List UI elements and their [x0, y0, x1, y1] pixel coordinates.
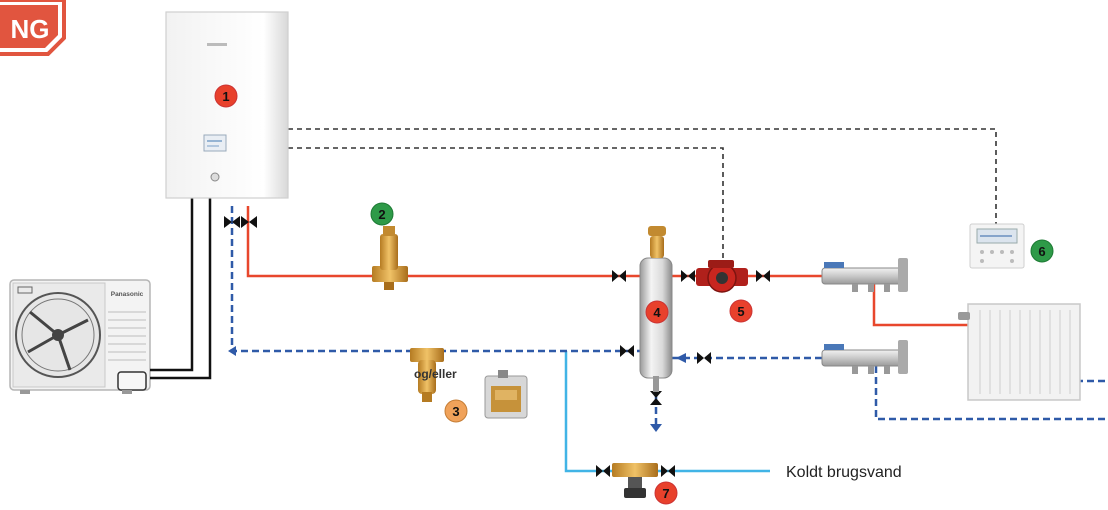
number-badge-3: 3 [444, 399, 468, 423]
outdoor-heat-pump: Panasonic [9, 279, 151, 394]
return-manifold [821, 340, 908, 374]
og-eller-label: og/eller [414, 367, 457, 381]
outdoor-brand-label: Panasonic [111, 291, 144, 298]
cold-water-lines [564, 351, 770, 473]
magnetic-filter [372, 226, 408, 290]
dirt-separator [410, 348, 444, 402]
number-badge-6: 6 [1030, 239, 1054, 263]
radiator [958, 303, 1081, 401]
valve-icon-2 [241, 216, 257, 228]
valve-icon-7 [697, 352, 711, 364]
refrigerant-lines [150, 198, 212, 380]
return-arrow-icon-2 [676, 353, 686, 363]
valve-icon-4 [681, 270, 695, 282]
circulation-pump [696, 260, 748, 293]
svg-text:3: 3 [452, 404, 459, 419]
logo-badge: NG [0, 0, 66, 56]
valve-icon-9 [661, 465, 675, 477]
badge-circle-1 [214, 84, 238, 108]
number-badge-4: 4 [645, 300, 669, 324]
valves [224, 216, 770, 477]
svg-text:5: 5 [737, 304, 744, 319]
svg-text:6: 6 [1038, 244, 1045, 259]
inhibitor-canister [484, 370, 528, 419]
cold-water-label: Koldt brugsvand [786, 464, 902, 481]
drain-arrow-icon [650, 424, 662, 432]
valve-icon-5 [756, 270, 770, 282]
number-badge-5: 5 [729, 299, 753, 323]
valve-icon-1 [224, 216, 240, 228]
room-controller [969, 223, 1025, 269]
valve-icon-8 [596, 465, 610, 477]
svg-text:4: 4 [653, 305, 661, 320]
badge-text: NG [11, 14, 50, 44]
svg-text:2: 2 [378, 207, 385, 222]
valve-icon-6 [620, 345, 634, 357]
supply-lines [246, 206, 968, 327]
number-badge-7: 7 [654, 481, 678, 505]
supply-manifold [821, 258, 908, 292]
signal-lines [288, 128, 997, 262]
svg-text:1: 1 [222, 89, 229, 104]
valve-icon-10 [650, 391, 662, 405]
valve-icon-3 [612, 270, 626, 282]
number-badge-2: 2 [370, 202, 394, 226]
svg-text:7: 7 [662, 486, 669, 501]
number-badge-1: 1 [214, 84, 238, 108]
cold-water-safety-unit [612, 463, 658, 498]
return-arrow-icon [228, 346, 236, 356]
